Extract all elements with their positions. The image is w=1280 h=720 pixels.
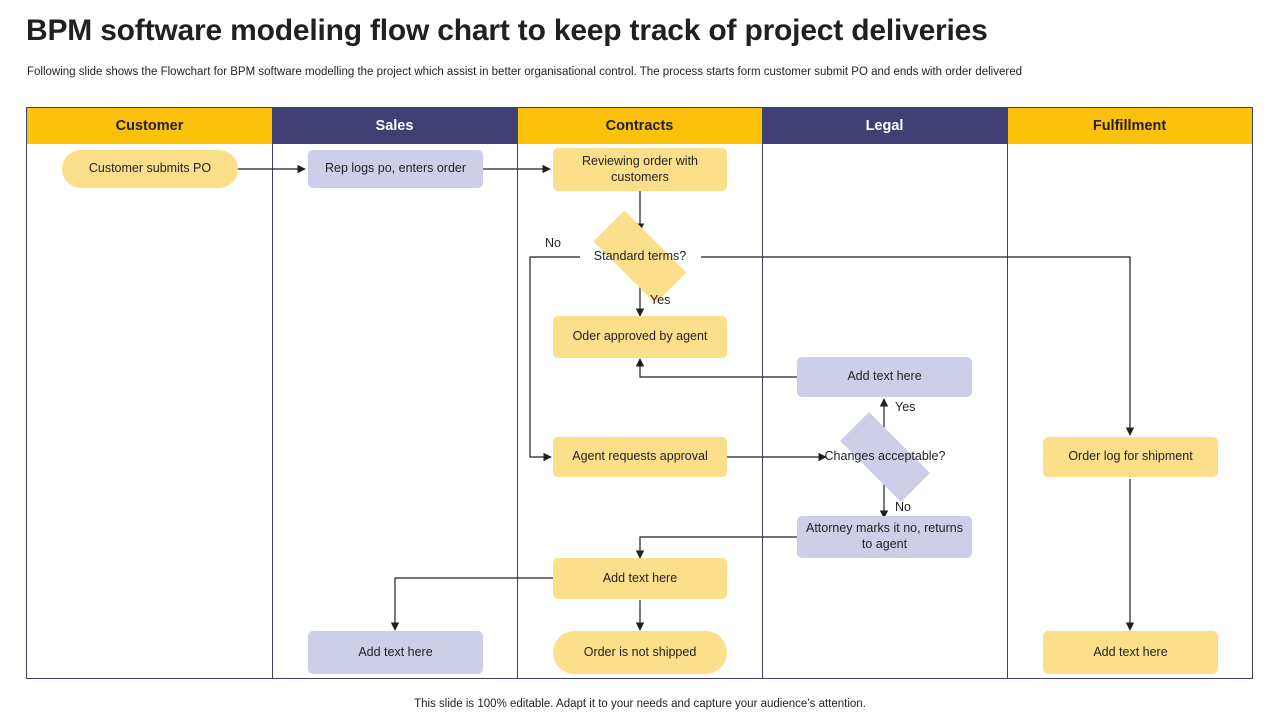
node-rep-logs-po[interactable]: Rep logs po, enters order <box>308 150 483 188</box>
node-add-text-fulfillment[interactable]: Add text here <box>1043 631 1218 674</box>
lane-header-sales: Sales <box>272 108 517 144</box>
node-changes-acceptable[interactable]: Changes acceptable? <box>824 412 946 502</box>
edge-label-yes-changes: Yes <box>895 400 916 414</box>
lane-divider-1 <box>272 108 273 678</box>
page-title: BPM software modeling flow chart to keep… <box>26 14 988 47</box>
node-order-not-shipped[interactable]: Order is not shipped <box>553 631 727 674</box>
node-add-text-sales[interactable]: Add text here <box>308 631 483 674</box>
node-customer-submits-po[interactable]: Customer submits PO <box>62 150 238 188</box>
lane-header-fulfillment: Fulfillment <box>1007 108 1252 144</box>
edge-label-yes-standard: Yes <box>650 293 671 307</box>
node-reviewing-order[interactable]: Reviewing order with customers <box>553 148 727 191</box>
page-subtitle: Following slide shows the Flowchart for … <box>27 66 1022 78</box>
node-add-text-legal[interactable]: Add text here <box>797 357 972 397</box>
node-changes-acceptable-label: Changes acceptable? <box>824 449 946 464</box>
node-standard-terms-label: Standard terms? <box>593 249 687 264</box>
node-oder-approved[interactable]: Oder approved by agent <box>553 316 727 358</box>
node-standard-terms[interactable]: Standard terms? <box>578 210 702 304</box>
lane-header-contracts: Contracts <box>517 108 762 144</box>
lane-divider-2 <box>517 108 518 678</box>
edge-label-no-changes: No <box>895 500 911 514</box>
slide-footer: This slide is 100% editable. Adapt it to… <box>414 698 866 710</box>
node-attorney-marks[interactable]: Attorney marks it no, returns to agent <box>797 516 972 558</box>
node-order-log-shipment[interactable]: Order log for shipment <box>1043 437 1218 477</box>
lane-divider-4 <box>1007 108 1008 678</box>
swimlane-diagram: Customer Sales Contracts Legal Fulfillme… <box>26 107 1253 679</box>
edge-label-no-standard: No <box>545 236 561 250</box>
node-add-text-contracts[interactable]: Add text here <box>553 558 727 599</box>
lane-header-customer: Customer <box>27 108 272 144</box>
lane-divider-3 <box>762 108 763 678</box>
node-agent-requests-approval[interactable]: Agent requests approval <box>553 437 727 477</box>
lane-header-legal: Legal <box>762 108 1007 144</box>
